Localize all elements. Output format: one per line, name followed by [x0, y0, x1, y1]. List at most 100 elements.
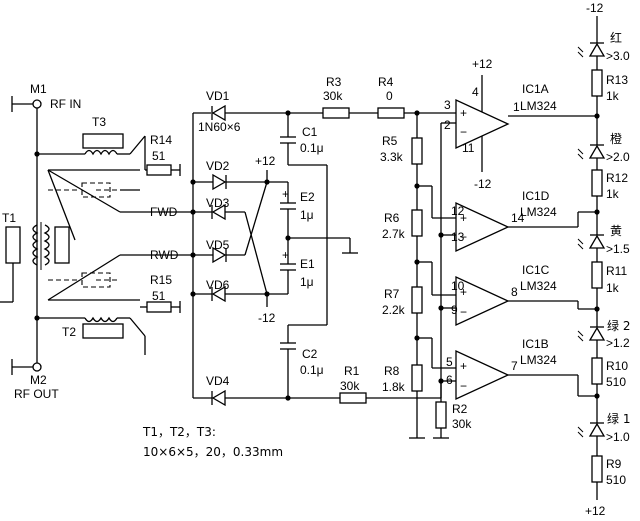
m2-terminal	[32, 362, 42, 372]
coupler-section: M1 RF IN M2 RF OUT T3 R14 51	[0, 82, 193, 401]
led-green1-color: 绿 1	[607, 411, 630, 426]
r14-value: 51	[152, 149, 166, 163]
r13-value: 1k	[606, 89, 620, 103]
vd6-name: VD6	[206, 278, 230, 292]
opamp-ic1c: + − 10 9 8 IC1C LM324	[451, 263, 597, 327]
svg-text:5: 5	[446, 355, 453, 369]
svg-text:+: +	[460, 211, 467, 225]
svg-text:10: 10	[451, 279, 465, 293]
r10-resistor	[591, 357, 603, 385]
vd2-name: VD2	[206, 159, 230, 173]
t3-core	[82, 133, 124, 149]
led-orange-threshold: >2.0	[606, 150, 630, 164]
r6-resistor	[411, 209, 423, 237]
ic1a-type: LM324	[520, 99, 557, 113]
r10-value: 510	[606, 375, 626, 389]
r13-name: R13	[606, 73, 628, 87]
r15-name: R15	[150, 273, 172, 287]
led-red-color: 红	[610, 30, 622, 45]
c1-name: C1	[302, 125, 318, 139]
minus12-top: -12	[586, 1, 604, 15]
t3-label: T3	[92, 115, 106, 129]
led-green1-threshold: >1.0	[606, 430, 630, 444]
svg-text:-12: -12	[474, 177, 492, 191]
svg-text:+12: +12	[472, 57, 493, 71]
opamp-ic1b: + − 5 6 7 IC1B LM324	[446, 337, 597, 401]
r9-name: R9	[606, 457, 622, 471]
r6-name: R6	[384, 211, 400, 225]
ic1b-type: LM324	[520, 353, 557, 367]
svg-text:7: 7	[511, 359, 518, 373]
r14-resistor	[146, 164, 172, 176]
led-green2-threshold: >1.2	[606, 336, 630, 350]
m1-terminal	[32, 99, 42, 109]
note-line2: 10×6×5，20，0.33mm	[143, 445, 283, 459]
svg-text:+: +	[460, 106, 467, 120]
svg-text:8: 8	[511, 285, 518, 299]
rf-out-label: RF OUT	[14, 387, 59, 401]
r11-resistor	[591, 261, 603, 289]
c2-name: C2	[302, 347, 318, 361]
led-green2	[588, 326, 606, 341]
fwd-label: FWD	[150, 205, 178, 219]
r11-name: R11	[606, 264, 627, 278]
svg-text:−: −	[460, 125, 467, 139]
led-yellow	[588, 234, 606, 249]
e1-name: E1	[300, 257, 315, 271]
r5-resistor	[411, 137, 423, 165]
opamp-ic1d: + − 12 13 14 IC1D LM324	[451, 189, 597, 253]
e2-value: 1μ	[300, 208, 314, 222]
r4-resistor	[377, 107, 405, 119]
svg-text:9: 9	[451, 303, 458, 317]
vd1-type: 1N60×6	[198, 120, 241, 134]
t2-label: T2	[62, 325, 76, 339]
led-red-threshold: >3.0	[606, 49, 630, 63]
ic1d-type: LM324	[520, 205, 557, 219]
r1-value: 30k	[340, 379, 360, 393]
ic1c-type: LM324	[520, 279, 557, 293]
opamp-ic1a: + − 3 2 +12 4 -12 11 1 IC1A LM324	[444, 57, 597, 191]
r3-resistor	[322, 107, 350, 119]
vd1-name: VD1	[206, 89, 230, 103]
led-orange	[588, 144, 606, 159]
svg-text:2: 2	[444, 118, 451, 132]
e2-name: E2	[300, 190, 315, 204]
r3-name: R3	[326, 75, 342, 89]
ic1a-name: IC1A	[522, 82, 549, 96]
t1-core-left	[5, 226, 21, 264]
r6-value: 2.7k	[382, 227, 406, 241]
r7-value: 2.2k	[382, 303, 406, 317]
led-red	[588, 42, 606, 57]
svg-text:+: +	[282, 248, 289, 262]
note-line1: T1，T2，T3:	[142, 425, 216, 439]
vd3-name: VD3	[206, 196, 230, 210]
r1-resistor	[339, 392, 367, 404]
r13-resistor	[591, 69, 603, 97]
e1-value: 1μ	[300, 275, 314, 289]
led-yellow-threshold: >1.5	[606, 242, 630, 256]
led-green1	[588, 422, 606, 437]
c2-value: 0.1μ	[300, 363, 324, 377]
vd4-name: VD4	[206, 374, 230, 388]
r7-name: R7	[384, 287, 400, 301]
plus12-bottom: +12	[585, 504, 606, 518]
rwd-label: RWD	[150, 248, 179, 262]
r12-resistor	[591, 169, 603, 197]
svg-text:−: −	[460, 305, 467, 319]
t1-label: T1	[2, 211, 16, 225]
svg-text:−: −	[460, 379, 467, 393]
r2-name: R2	[452, 402, 468, 416]
r15-resistor	[146, 301, 172, 313]
svg-text:4: 4	[472, 85, 479, 99]
svg-text:+: +	[460, 285, 467, 299]
reference-ladder: R5 3.3k R6 2.7k R7 2.2k R8 1.8k	[380, 110, 472, 439]
r2-resistor	[435, 401, 447, 429]
svg-text:12: 12	[451, 204, 465, 218]
r8-value: 1.8k	[382, 380, 406, 394]
r8-name: R8	[384, 364, 400, 378]
r4-name: R4	[378, 75, 394, 89]
r12-value: 1k	[606, 187, 620, 201]
svg-text:6: 6	[446, 373, 453, 387]
rf-in-label: RF IN	[50, 97, 81, 111]
